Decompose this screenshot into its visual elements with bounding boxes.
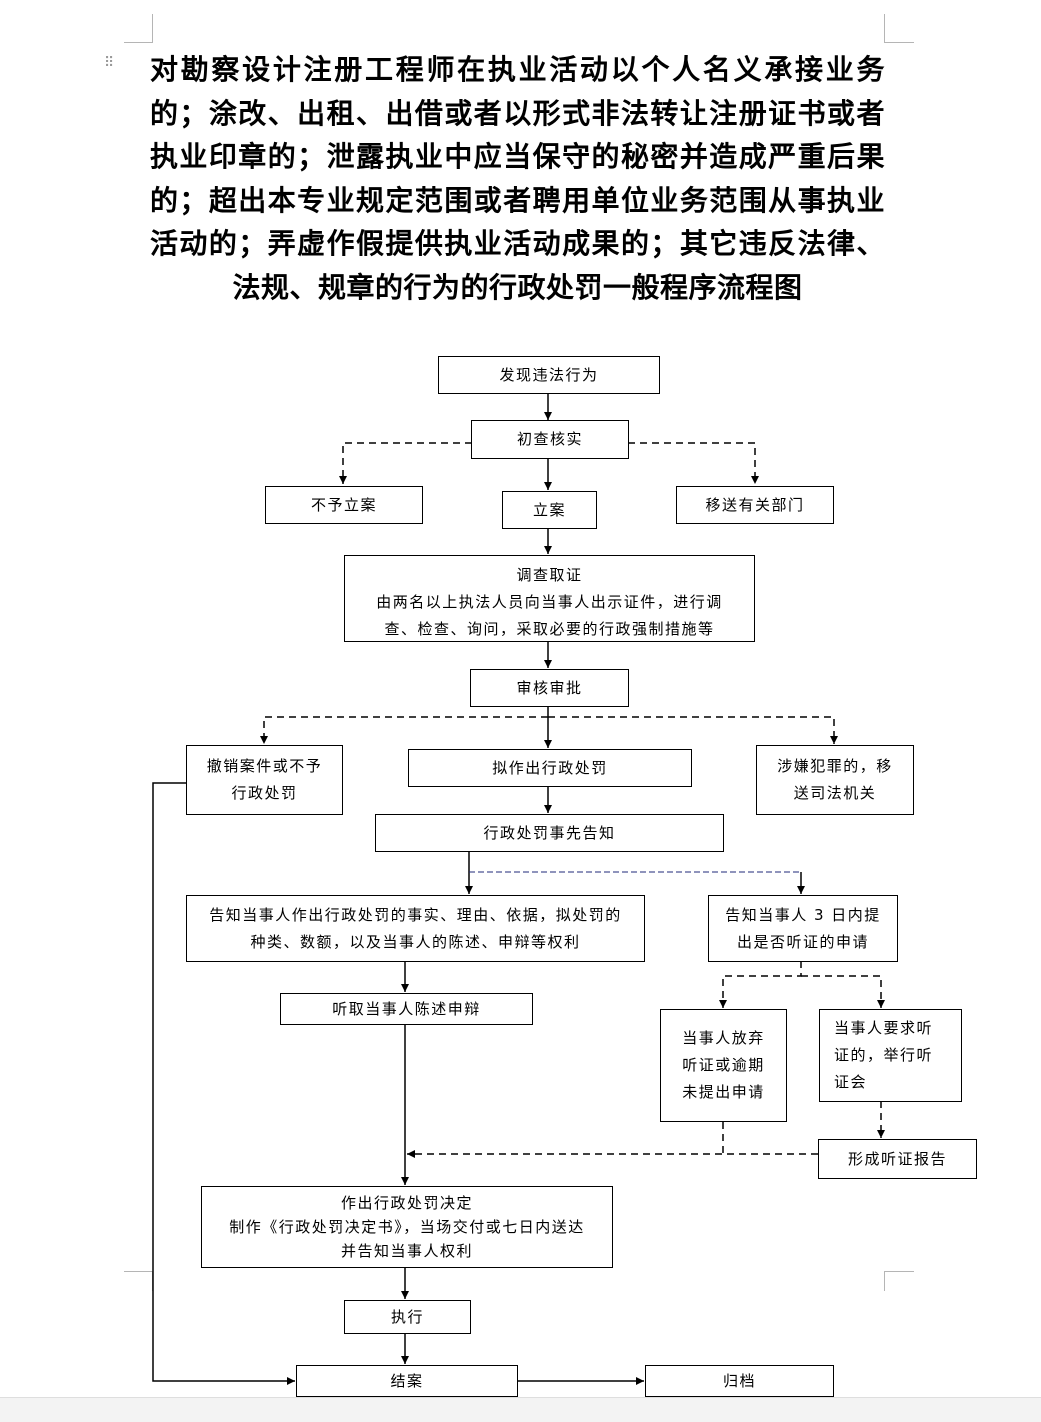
dashed-branch-request <box>801 975 885 1008</box>
node-archive: 归档 <box>645 1365 834 1397</box>
node-suspected-crime: 涉嫌犯罪的，移 送司法机关 <box>756 745 914 815</box>
dashed-branch-crime <box>548 716 838 744</box>
dashed-branch-no-case <box>339 442 472 484</box>
node-waive-hearing: 当事人放弃 听证或逾期 未提出申请 <box>660 1009 787 1122</box>
node-hearing-notice: 告知当事人 3 日内提 出是否听证的申请 <box>708 895 898 962</box>
page-corner-mark <box>884 14 885 42</box>
node-draft-penalty: 拟作出行政处罚 <box>408 749 692 787</box>
node-review-approval: 审核审批 <box>470 669 629 707</box>
node-penalty-decision: 作出行政处罚决定 制作《行政处罚决定书》，当场交付或七日内送达 并告知当事人权利 <box>201 1186 613 1268</box>
node-discover-violation: 发现违法行为 <box>438 356 660 394</box>
node-initial-verification: 初查核实 <box>471 420 629 459</box>
page-corner-mark <box>884 1271 885 1291</box>
dashed-branch-waive <box>719 961 802 1008</box>
node-inform-rights: 告知当事人作出行政处罚的事实、理由、依据，拟处罚的 种类、数额，以及当事人的陈述… <box>186 895 645 962</box>
node-transfer-department: 移送有关部门 <box>676 486 834 524</box>
dashed-branch-revoke <box>260 716 548 744</box>
page-corner-mark <box>124 1271 153 1272</box>
page-corner-mark <box>124 42 153 43</box>
dashed-branch-transfer <box>628 442 759 484</box>
node-close-case: 结案 <box>296 1365 518 1397</box>
node-prior-notice: 行政处罚事先告知 <box>375 814 724 852</box>
node-hearing-report: 形成听证报告 <box>818 1139 977 1179</box>
node-execute: 执行 <box>344 1300 471 1334</box>
node-request-hearing: 当事人要求听 证的，举行听 证会 <box>819 1009 962 1102</box>
arrow-revoke-close <box>152 782 295 1385</box>
document-title: 对勘察设计注册工程师在执业活动以个人名义承接业务的；涂改、出租、出借或者以形式非… <box>150 53 885 304</box>
window-bottom-bar <box>0 1397 1041 1422</box>
node-investigation: 调查取证 由两名以上执法人员向当事人出示证件，进行调 查、检查、询问，采取必要的… <box>344 555 755 642</box>
page-corner-mark <box>884 42 914 43</box>
node-no-case: 不予立案 <box>265 486 423 524</box>
page-corner-mark <box>152 14 153 42</box>
page-corner-mark <box>884 1271 914 1272</box>
node-listen-statement: 听取当事人陈述申辩 <box>280 993 533 1025</box>
node-file-case: 立案 <box>502 491 597 529</box>
node-revoke-case: 撤销案件或不予 行政处罚 <box>186 745 343 815</box>
drag-handle-icon[interactable]: ⠿ <box>104 55 115 71</box>
